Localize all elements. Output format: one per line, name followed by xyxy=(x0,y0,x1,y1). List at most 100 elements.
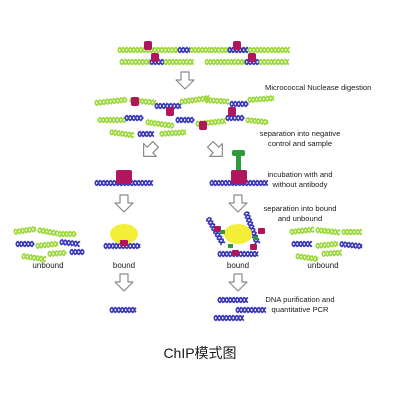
step-purification-label-line2: quantitative PCR xyxy=(272,305,329,314)
step-separation-label-line1: separation into negative xyxy=(260,129,341,138)
chromatin-top-left-green-2-strand-b xyxy=(189,46,211,54)
step-bound-unbound-label-line2: and unbound xyxy=(278,214,322,223)
arrow-to-sample xyxy=(206,140,223,157)
right-unbound-fragment-0-strand-a xyxy=(289,226,315,236)
process-arrows-layer xyxy=(114,71,248,292)
left-unbound-fragment-1-strand-b xyxy=(37,227,58,237)
chromatin-mid-left-green-2 xyxy=(163,58,195,66)
left-unbound-fragment-2-strand-b xyxy=(57,230,77,238)
digested-fragment-8 xyxy=(124,114,144,122)
left-bound-fragment-strand-b xyxy=(103,242,141,250)
left-unbound-fragment-3 xyxy=(15,240,35,248)
left-purified-dna-strand-a xyxy=(109,306,137,314)
digested-fragment-14-strand-a xyxy=(109,129,135,139)
step-incubation-label-line2: without antibody xyxy=(272,180,328,189)
digested-fragment-12 xyxy=(225,114,245,122)
left-unbound-fragment-6-strand-b xyxy=(21,253,47,262)
chromatin-top-left-blue xyxy=(177,46,191,54)
chromatin-top-right-green-2 xyxy=(269,46,291,54)
left-unbound-fragment-8 xyxy=(69,248,85,256)
left-unbound-fragment-4 xyxy=(35,240,59,250)
sample-fragment-left-strand-a xyxy=(209,179,269,187)
left-unbound-fragment-1 xyxy=(37,227,59,237)
right-unbound-label: unbound xyxy=(307,261,338,270)
histone-digested-4 xyxy=(228,107,236,116)
right-bound-antibody-2 xyxy=(228,244,233,248)
right-unbound-fragment-6-strand-b xyxy=(295,253,319,262)
left-unbound-fragment-7 xyxy=(47,249,67,258)
chromatin-mid-left-green xyxy=(119,58,151,66)
protein-layer xyxy=(110,41,265,256)
left-unbound-fragment-4-strand-b xyxy=(35,240,59,249)
right-purified-dna-3-strand-b xyxy=(213,314,245,322)
right-unbound-fragment-4 xyxy=(315,240,339,250)
arrow-control-separation xyxy=(114,194,134,213)
digested-fragment-0-strand-b xyxy=(94,96,128,106)
step-separation-label-line2: control and sample xyxy=(268,139,332,148)
right-unbound-fragment-5-strand-b xyxy=(339,240,363,250)
digested-fragment-4-strand-b xyxy=(204,96,230,105)
right-unbound-fragment-1-strand-a xyxy=(315,227,341,236)
digested-fragment-0 xyxy=(94,96,128,107)
left-unbound-fragment-0-strand-b xyxy=(13,226,37,235)
left-bound-label: bound xyxy=(113,261,135,270)
left-bead xyxy=(110,224,138,244)
right-unbound-fragment-2-strand-b xyxy=(341,228,363,236)
digested-fragment-9 xyxy=(145,119,175,129)
chromatin-mid-right-green-strand-b xyxy=(204,58,246,66)
right-purified-dna-1-strand-a xyxy=(217,296,249,304)
left-unbound-fragment-6 xyxy=(21,253,47,263)
digested-fragment-15-strand-b xyxy=(137,130,155,138)
right-bead xyxy=(224,224,252,244)
right-unbound-fragment-5 xyxy=(339,240,363,250)
digested-fragment-10 xyxy=(175,116,195,124)
arrow-sample-separation xyxy=(228,194,248,213)
chromatin-mid-left-green-strand-b xyxy=(119,58,151,66)
left-unbound-fragment-2 xyxy=(57,230,77,238)
digested-fragment-13-strand-b xyxy=(245,116,269,126)
digested-fragment-6-strand-a xyxy=(247,95,275,104)
chromatin-top-left-blue-strand-b xyxy=(177,46,191,54)
step-digestion-label: Micrococcal Nuclease digestion xyxy=(265,83,371,92)
right-purified-dna-1 xyxy=(217,296,249,304)
digested-fragment-0-strand-a xyxy=(94,96,128,107)
left-purified-dna xyxy=(109,306,137,314)
digested-fragment-7 xyxy=(97,116,127,124)
right-unbound-fragment-3-strand-b xyxy=(291,240,313,248)
left-unbound-fragment-3-strand-a xyxy=(15,240,35,248)
digested-fragment-16 xyxy=(159,129,187,138)
right-bound-histone-3 xyxy=(250,244,257,250)
left-unbound-fragment-8-strand-b xyxy=(69,248,85,256)
left-unbound-label: unbound xyxy=(32,261,63,270)
digested-fragment-9-strand-b xyxy=(145,119,175,129)
right-purified-dna-3 xyxy=(213,314,245,322)
right-unbound-fragment-3 xyxy=(291,240,313,248)
digested-fragment-10-strand-b xyxy=(175,116,195,124)
chromatin-mid-right-green xyxy=(204,58,246,66)
right-bound-histone-2 xyxy=(232,250,239,256)
left-bound-histone xyxy=(120,240,128,246)
left-unbound-fragment-5 xyxy=(59,238,81,248)
chromatin-mid-right-green-2-strand-b xyxy=(258,58,290,66)
digested-fragment-15-strand-a xyxy=(137,130,155,138)
left-unbound-fragment-5-strand-b xyxy=(59,238,80,248)
digested-fragment-8-strand-a xyxy=(124,114,144,122)
chromatin-mid-left-green-strand-a xyxy=(119,58,151,66)
right-purified-dna-2-strand-b xyxy=(235,306,267,314)
right-purified-dna-2-strand-a xyxy=(235,306,267,314)
right-unbound-fragment-7-strand-b xyxy=(321,249,343,257)
right-bound-antibody-0 xyxy=(220,230,225,234)
histone-mid-left xyxy=(151,53,159,62)
right-unbound-fragment-4-strand-b xyxy=(315,240,339,249)
step-incubation-label-line1: incubation with and xyxy=(267,170,332,179)
chromatin-mid-left-green-2-strand-b xyxy=(163,58,195,66)
chromatin-top-left-blue-strand-a xyxy=(177,46,191,54)
chromatin-mid-right-green-2-strand-a xyxy=(258,58,290,66)
digested-fragment-8-strand-b xyxy=(124,114,144,122)
left-unbound-fragment-6-strand-a xyxy=(21,253,47,263)
chromatin-top-left-green-2 xyxy=(189,46,211,54)
digested-fragment-5 xyxy=(229,100,249,108)
right-purified-dna-2 xyxy=(235,306,267,314)
